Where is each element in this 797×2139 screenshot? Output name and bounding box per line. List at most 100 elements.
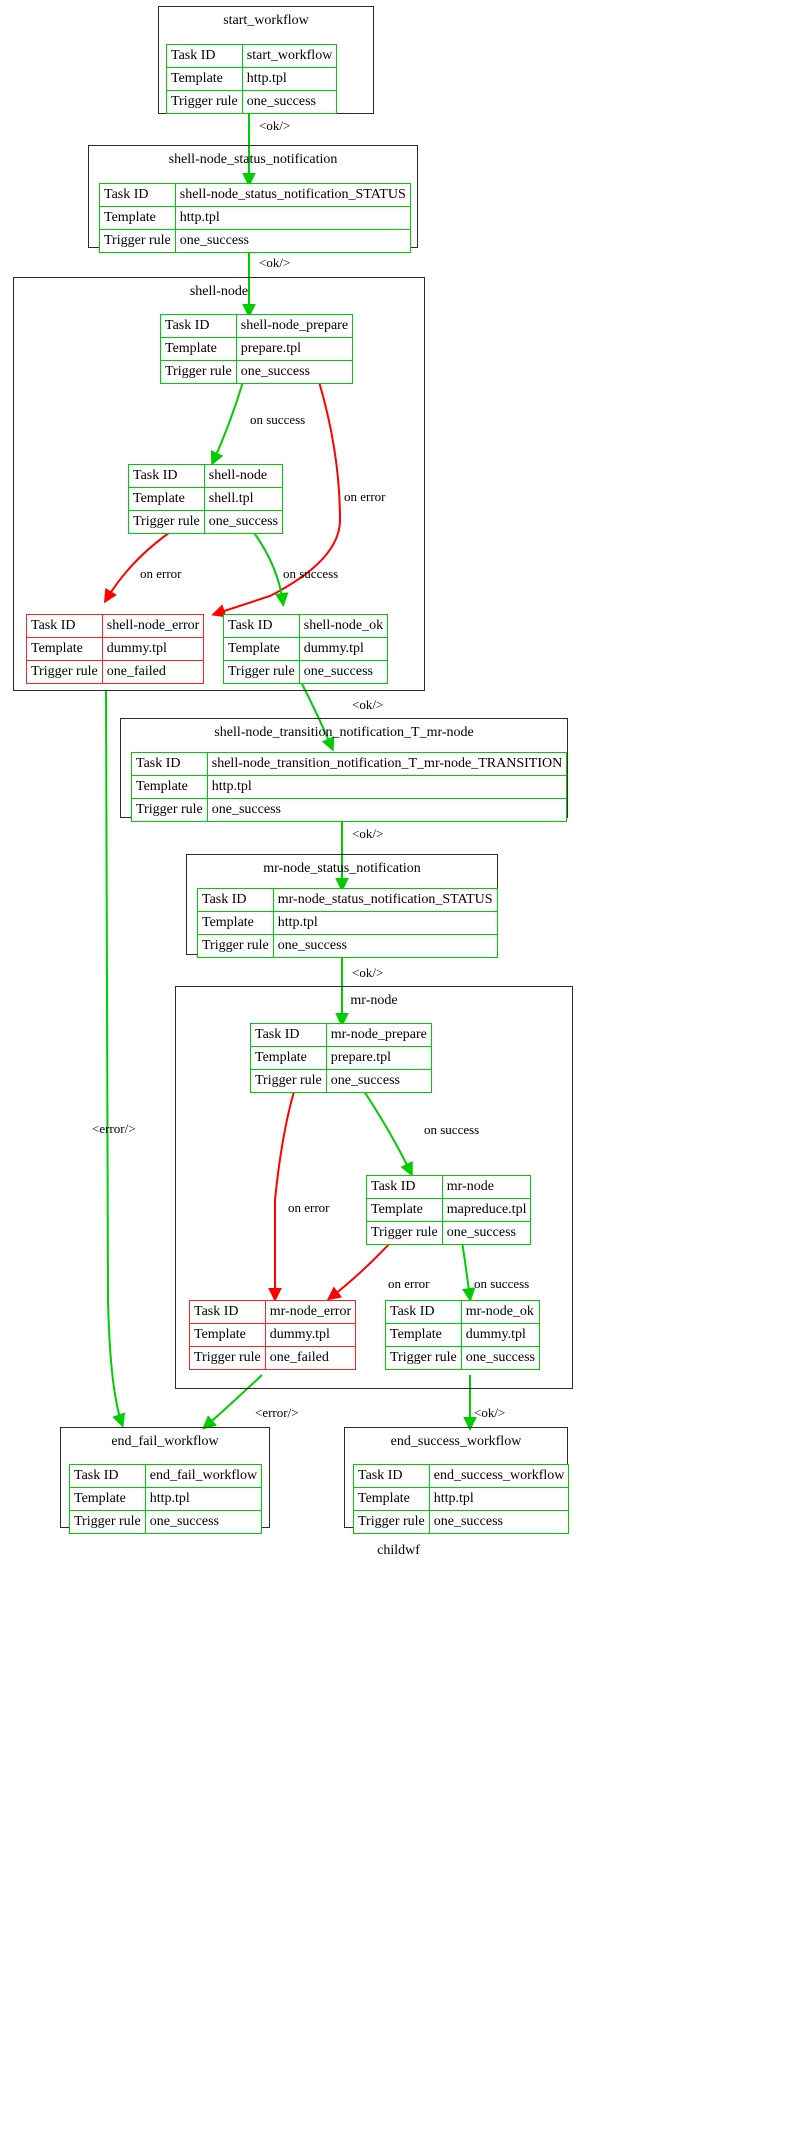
edge-label-error-2: <error/> [255,1405,299,1420]
row-label-template: Template [197,911,274,935]
cell-trigger-rule: one_success [241,90,338,114]
cell-trigger-rule: one_failed [264,1346,357,1370]
cell-template: http.tpl [174,206,411,230]
cluster-label: start_workflow [223,13,309,28]
cell-template: dummy.tpl [298,637,389,661]
edge-label-on-success-1: on success [250,412,306,427]
cell-trigger-rule: one_success [272,934,498,958]
edge-label-on-success-3: on success [424,1122,480,1137]
cluster-label: end_success_workflow [390,1434,522,1449]
row-label-task-id: Task ID [69,1464,146,1488]
row-label-template: Template [189,1323,266,1347]
cluster-mr-node: mr-node [175,986,573,1389]
row-label-task-id: Task ID [223,614,300,638]
cell-task-id: shell-node [203,464,283,488]
edge-label-on-success-2: on success [283,566,339,581]
row-label-task-id: Task ID [353,1464,430,1488]
cell-template: http.tpl [241,67,338,91]
cell-trigger-rule: one_success [235,360,354,384]
edge-label-on-error-4: on error [388,1276,430,1291]
cell-template: prepare.tpl [325,1046,432,1070]
row-label-template: Template [99,206,176,230]
cell-trigger-rule: one_success [203,510,283,534]
row-label-template: Template [26,637,103,661]
row-label-template: Template [166,67,243,91]
row-label-template: Template [353,1487,430,1511]
row-label-task-id: Task ID [189,1300,266,1324]
cell-task-id: shell-node_ok [298,614,389,638]
row-label-task-id: Task ID [160,314,237,338]
cell-template: mapreduce.tpl [441,1198,532,1222]
cell-trigger-rule: one_success [428,1510,570,1534]
cell-trigger-rule: one_success [206,798,568,822]
cell-template: dummy.tpl [460,1323,540,1347]
row-label-template: Template [366,1198,443,1222]
cluster-label: shell-node_status_notification [168,152,338,167]
row-label-template: Template [250,1046,327,1070]
row-label-trigger-rule: Trigger rule [366,1221,443,1245]
row-label-trigger-rule: Trigger rule [128,510,205,534]
edge-label-ok-6: <ok/> [474,1405,506,1420]
edge-label-on-error-3: on error [288,1200,330,1215]
cluster-label: shell-node_transition_notification_T_mr-… [214,725,474,740]
row-label-template: Template [69,1487,146,1511]
edge-label-error-1: <error/> [92,1121,136,1136]
cell-template: http.tpl [144,1487,263,1511]
cell-task-id: mr-node [441,1175,532,1199]
row-label-trigger-rule: Trigger rule [197,934,274,958]
cell-trigger-rule: one_success [325,1069,432,1093]
row-label-template: Template [223,637,300,661]
edge-label-on-error-1: on error [344,489,386,504]
cell-template: http.tpl [272,911,498,935]
cell-task-id: mr-node_prepare [325,1023,432,1047]
cell-task-id: start_workflow [241,44,338,68]
row-label-trigger-rule: Trigger rule [160,360,237,384]
row-label-template: Template [131,775,208,799]
edge-label-ok-3: <ok/> [352,697,384,712]
cell-task-id: shell-node_status_notification_STATUS [174,183,411,207]
edge-label-ok-5: <ok/> [352,965,384,980]
cell-task-id: mr-node_status_notification_STATUS [272,888,498,912]
row-label-trigger-rule: Trigger rule [385,1346,462,1370]
row-label-template: Template [160,337,237,361]
row-label-template: Template [128,487,205,511]
